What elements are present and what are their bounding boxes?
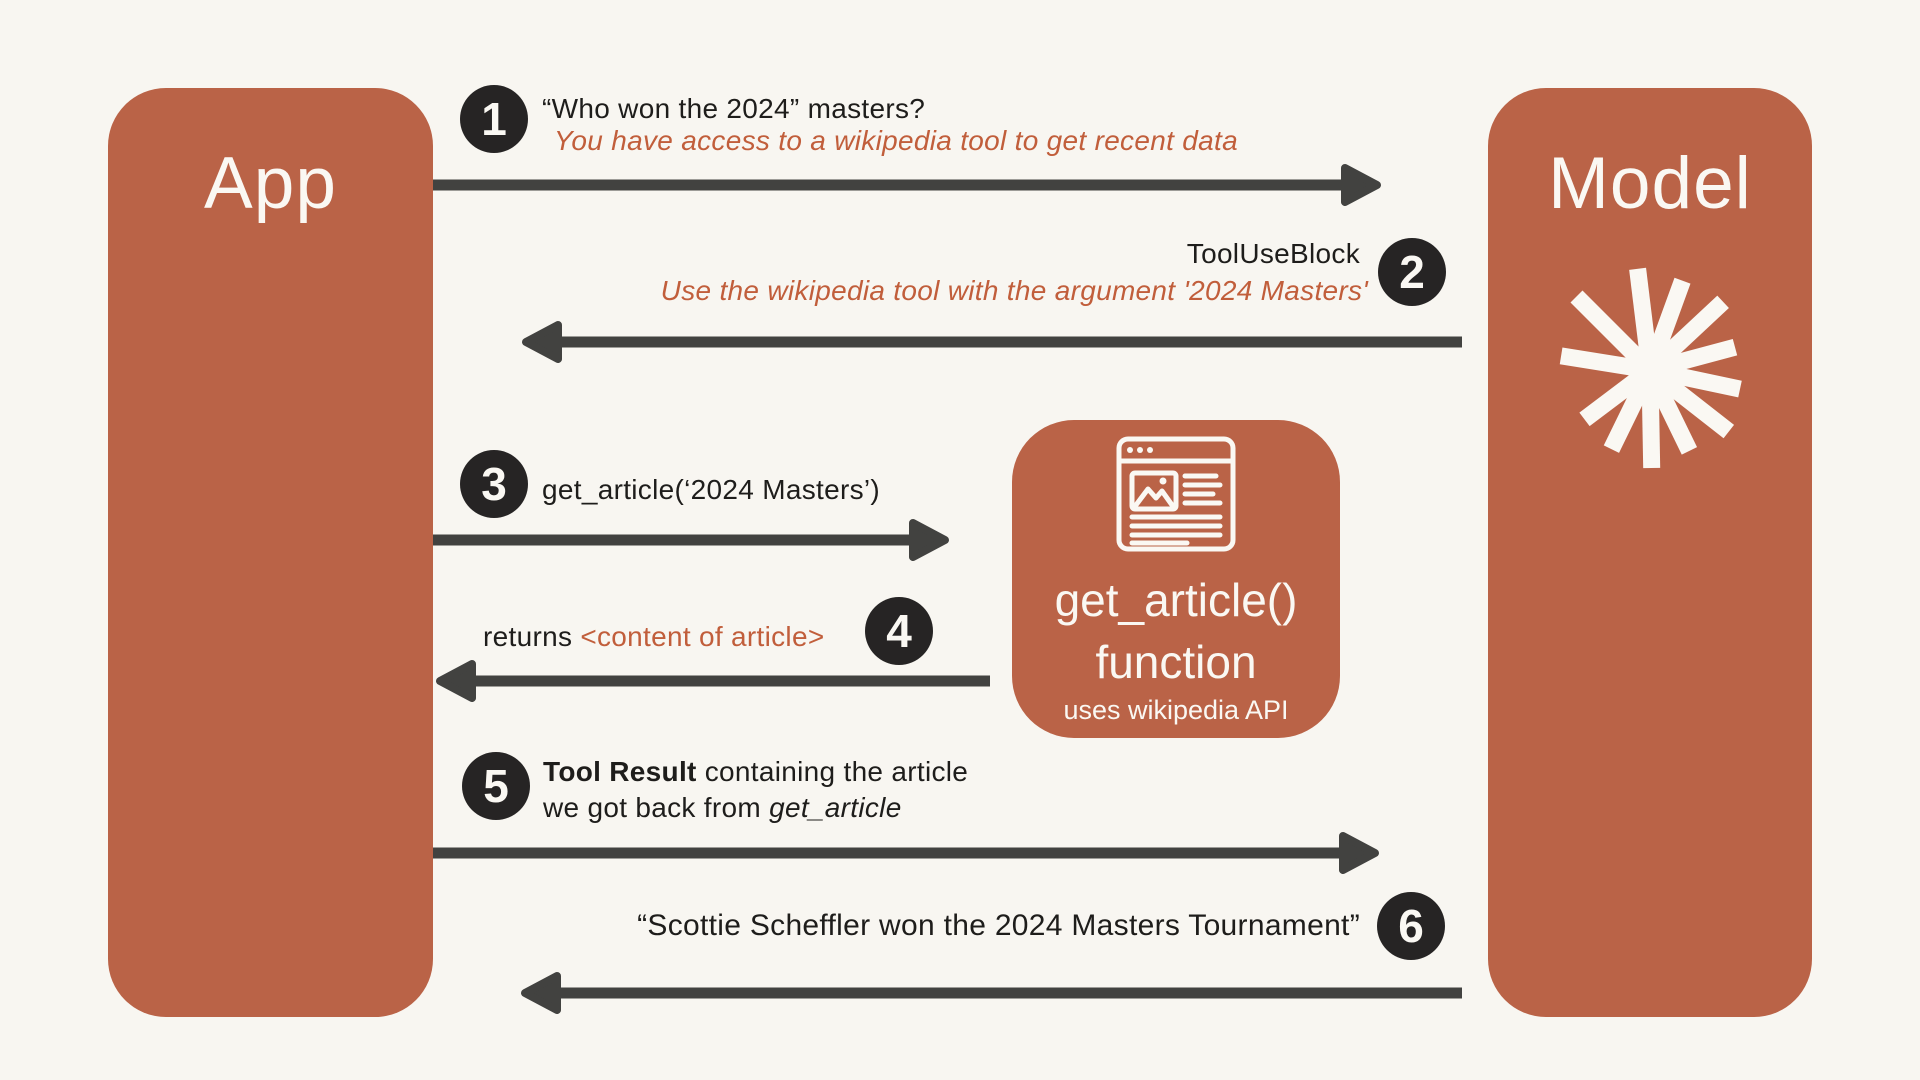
step-5-tool-result: Tool Result — [543, 756, 697, 787]
step-4-returns-text: returns — [483, 621, 581, 652]
arrow-step-4 — [436, 660, 990, 702]
step-1-badge: 1 — [460, 85, 528, 153]
arrow-step-1 — [433, 164, 1381, 206]
step-1-system-note: You have access to a wikipedia tool to g… — [554, 125, 1238, 156]
function-title: get_article() — [1054, 574, 1298, 626]
step-4-badge: 4 — [865, 597, 933, 665]
step-5-badge: 5 — [462, 752, 530, 820]
step-5-line2-text: we got back from — [543, 792, 770, 823]
arrow-step-5 — [433, 832, 1379, 874]
model-label: Model — [1548, 143, 1752, 224]
app-label: App — [204, 143, 337, 224]
step-2-label: ToolUseBlock — [1186, 238, 1360, 269]
step-2-badge: 2 — [1378, 238, 1446, 306]
model-node: Model — [1488, 88, 1812, 1017]
step-2-instruction: Use the wikipedia tool with the argument… — [660, 275, 1368, 306]
step-6-answer: “Scottie Scheffler won the 2024 Masters … — [637, 909, 1360, 942]
function-caption: uses wikipedia API — [1063, 695, 1289, 725]
arrow-step-2 — [522, 321, 1462, 363]
step-4-return: returns <content of article> — [483, 621, 824, 653]
step-3-badge: 3 — [460, 450, 528, 518]
arrow-step-6 — [521, 972, 1462, 1014]
step-6-badge: 6 — [1377, 892, 1445, 960]
function-node: get_article() function uses wikipedia AP… — [1012, 420, 1340, 738]
step-5-line1: Tool Result containing the article — [543, 756, 968, 788]
arrow-step-3 — [433, 519, 949, 561]
step-5-get-article: get_article — [769, 792, 902, 823]
browser-article-icon — [1116, 436, 1236, 552]
step-3-call: get_article(‘2024 Masters’) — [542, 474, 881, 505]
step-5-line2: we got back from get_article — [543, 792, 902, 824]
step-4-content-placeholder: <content of article> — [580, 621, 825, 652]
app-node: App — [108, 88, 433, 1017]
claude-starburst-icon — [1559, 267, 1742, 469]
step-1-message: “Who won the 2024” masters? — [542, 93, 926, 124]
step-5-rest: containing the article — [696, 756, 969, 787]
function-subtitle: function — [1095, 636, 1257, 688]
